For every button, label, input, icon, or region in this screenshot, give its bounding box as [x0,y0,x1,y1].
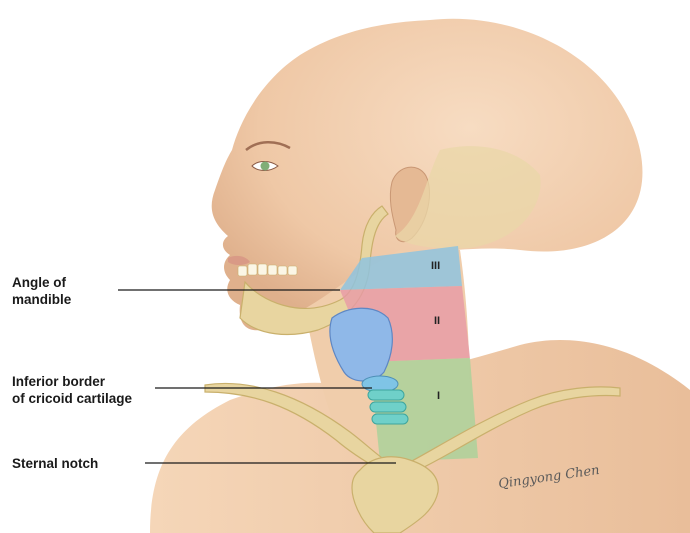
trachea [368,390,408,424]
zone-label-III: III [431,260,440,272]
angle-of-mandible-line2: mandible [12,291,71,308]
sternal-notch-label: Sternal notch [12,455,98,472]
sternal-notch-text: Sternal notch [12,455,98,472]
angle-of-mandible-line1: Angle of [12,274,71,291]
zone-label-I: I [437,390,440,402]
cricoid-line2: of cricoid cartilage [12,390,132,407]
cricoid-label: Inferior border of cricoid cartilage [12,373,132,407]
cricoid-line1: Inferior border [12,373,132,390]
iris [261,162,270,171]
zone-label-II: II [434,315,440,327]
angle-of-mandible-label: Angle of mandible [12,274,71,308]
